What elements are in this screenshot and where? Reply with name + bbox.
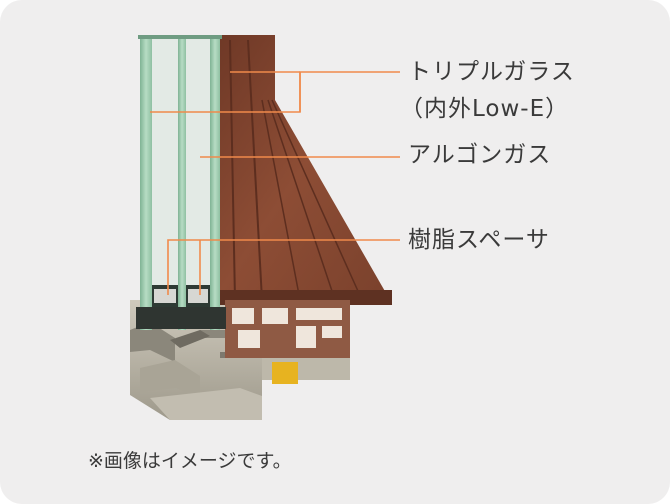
resin-frame [215, 35, 392, 358]
leader-lines [150, 71, 400, 295]
resin-spacer-label: 樹脂スペーサ [408, 227, 550, 253]
triple-glass-label: トリプルガラス [408, 59, 575, 85]
seal-part [272, 362, 298, 384]
image-disclaimer: ※画像はイメージです。 [88, 450, 292, 472]
triple-glass-sublabel: （内外Low-E） [400, 96, 570, 122]
resin-spacers [136, 285, 226, 329]
argon-gas-label: アルゴンガス [408, 142, 552, 168]
triple-glass [138, 35, 222, 330]
